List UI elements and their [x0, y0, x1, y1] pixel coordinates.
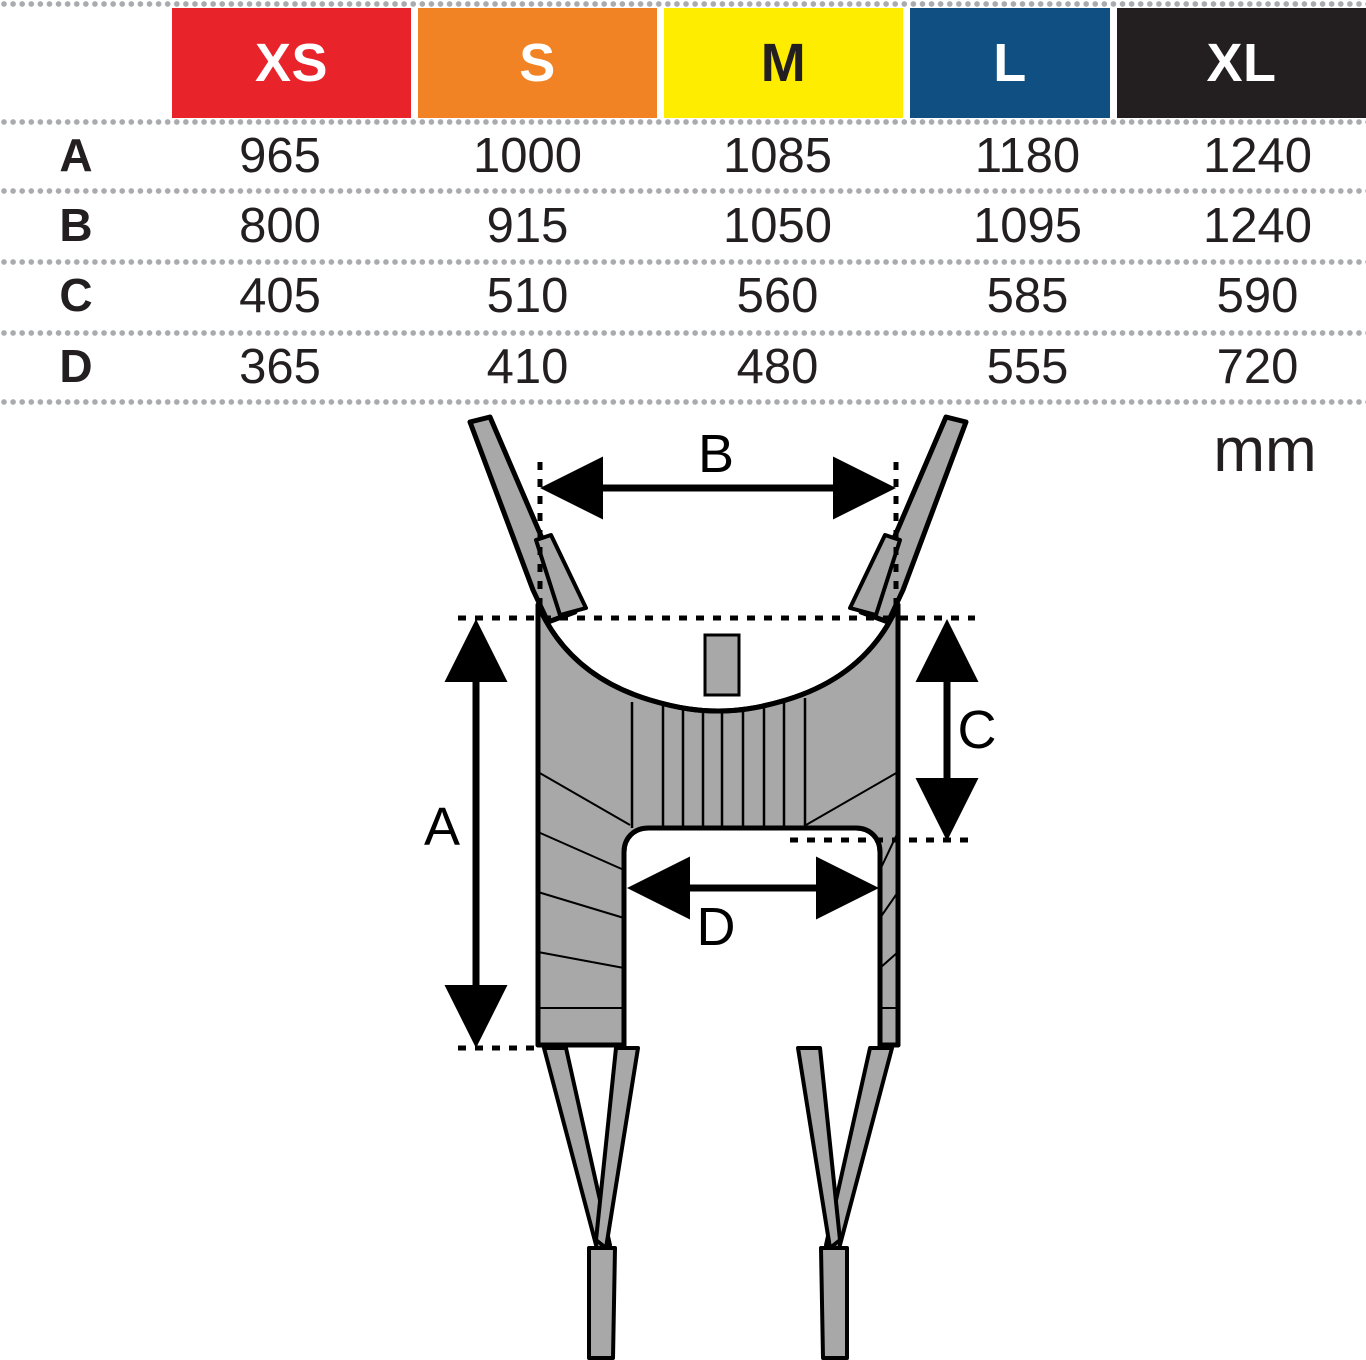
size-header-m[interactable]: M	[664, 8, 903, 118]
cell-c-xl: 590	[1216, 269, 1299, 323]
leg-strap-left-inner	[594, 1046, 640, 1250]
size-header-s-label: S	[519, 33, 556, 93]
dimension-label-b: B	[698, 424, 734, 484]
row-label-c: C	[59, 269, 93, 321]
size-header-xl-label: XL	[1206, 33, 1277, 93]
size-header-xs[interactable]: XS	[172, 8, 411, 118]
cell-b-xs: 800	[239, 199, 321, 253]
sling-illustration: B A C D	[424, 414, 997, 1360]
cell-c-l: 585	[986, 269, 1069, 323]
dimension-label-c: C	[958, 700, 997, 760]
size-header-l[interactable]: L	[910, 8, 1110, 118]
size-header-xs-label: XS	[254, 33, 329, 93]
table-rule-c	[0, 329, 1366, 337]
cell-d-xl: 720	[1216, 340, 1299, 394]
cell-a-m: 1085	[722, 129, 832, 183]
cell-c-xs: 405	[239, 269, 321, 323]
size-header-xl[interactable]: XL	[1117, 8, 1366, 118]
cell-a-xl: 1240	[1202, 129, 1312, 183]
center-panel-seams	[630, 698, 807, 828]
sling-leg-right	[856, 605, 898, 1045]
cell-b-m: 1050	[722, 199, 832, 253]
cell-d-xs: 365	[239, 340, 321, 394]
dimension-label-a: A	[424, 797, 460, 857]
size-header-s[interactable]: S	[418, 8, 657, 118]
unit-label: mm	[1213, 416, 1317, 485]
cell-b-xl: 1240	[1202, 199, 1312, 253]
sling-leg-left	[538, 605, 648, 1045]
cell-a-l: 1180	[974, 129, 1081, 183]
row-label-a: A	[59, 129, 93, 181]
shoulder-strap-right-inner	[848, 533, 902, 617]
dimension-label-d: D	[697, 897, 736, 957]
cell-d-l: 555	[986, 340, 1069, 394]
leg-strap-left-outer	[542, 1046, 612, 1262]
leg-strap-right-inner	[796, 1046, 842, 1250]
leg-strap-right-outer	[824, 1046, 894, 1262]
size-table: XS S M L XL A 965 1000 1085 1180 1240 B …	[0, 0, 1366, 406]
cell-b-l: 1095	[972, 199, 1082, 253]
table-rule-d	[0, 398, 1366, 406]
table-rule-top	[0, 0, 1366, 8]
sling-label-tag	[703, 633, 741, 697]
cell-a-xs: 965	[239, 129, 321, 183]
cell-b-s: 915	[486, 199, 569, 253]
cell-d-s: 410	[486, 340, 569, 394]
leg-strap-right-tail	[819, 1246, 849, 1360]
quilting-seams-left	[537, 771, 631, 1009]
size-header-l-label: L	[993, 33, 1027, 93]
cell-c-m: 560	[736, 269, 819, 323]
table-rule-b	[0, 258, 1366, 266]
size-header-m-label: M	[760, 33, 807, 93]
leg-strap-left-tail	[587, 1246, 617, 1360]
sling-diagram: B A C D	[0, 400, 1366, 1360]
cell-d-m: 480	[736, 340, 819, 394]
row-label-b: B	[59, 199, 93, 251]
cell-c-s: 510	[486, 269, 569, 323]
row-label-d: D	[59, 340, 93, 392]
table-rule-header	[0, 118, 1366, 126]
table-rule-a	[0, 187, 1366, 195]
cell-a-s: 1000	[472, 129, 582, 183]
shoulder-strap-left-inner	[534, 533, 588, 617]
